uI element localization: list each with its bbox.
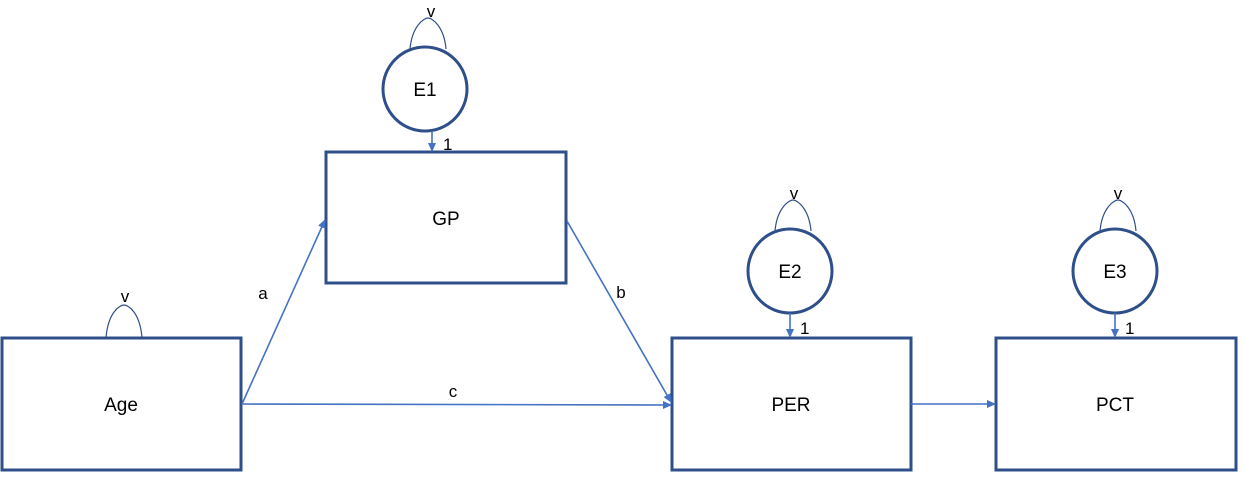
e3-label: E3	[1103, 262, 1126, 283]
age-box	[0, 336, 243, 472]
age-label: Age	[104, 395, 138, 416]
gp-box	[324, 150, 568, 285]
e3-variance-label: v	[1114, 184, 1123, 203]
path-b-arrow	[566, 220, 672, 403]
gp-label: GP	[432, 209, 459, 230]
e2-variance-label: v	[790, 184, 799, 203]
e2-variance-loop	[774, 199, 812, 232]
age-variance-label: v	[121, 287, 130, 306]
path-c-arrow	[241, 400, 672, 409]
pct-label: PCT	[1096, 395, 1134, 416]
e1-circle	[381, 45, 469, 133]
e2-label: E2	[778, 262, 801, 283]
path-a-label: a	[258, 284, 268, 303]
path-c-label: c	[449, 382, 458, 401]
path-a-arrow	[241, 219, 326, 405]
per-label: PER	[771, 395, 810, 416]
e3-variance-loop	[1099, 199, 1137, 232]
e1-variance-label: v	[427, 2, 436, 21]
path-b-label: b	[616, 283, 625, 302]
per-box	[670, 336, 913, 472]
age-variance-loop	[105, 304, 143, 339]
e2-loading-label: 1	[800, 319, 809, 338]
e1-loading-label: 1	[443, 135, 452, 154]
e1-label: E1	[413, 80, 436, 101]
e1-variance-loop	[409, 17, 447, 50]
pct-box	[994, 336, 1238, 472]
e3-loading-label: 1	[1125, 319, 1134, 338]
